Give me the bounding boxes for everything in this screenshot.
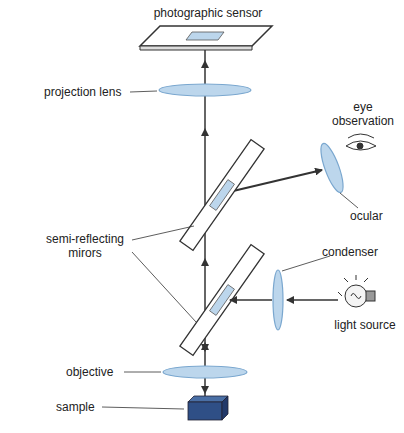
sample-label: sample <box>56 400 102 414</box>
sensor-label: photographic sensor <box>148 6 268 20</box>
leader-line <box>124 372 161 373</box>
semi-reflecting-mirror <box>180 140 264 251</box>
condenser-lens <box>273 270 283 330</box>
leader-line <box>340 193 358 208</box>
ocular-label: ocular <box>350 209 398 223</box>
condenser-label: condenser <box>322 245 396 259</box>
light-bulb <box>338 275 375 307</box>
observation-label: eye observation <box>326 100 400 128</box>
ocular-lens <box>317 141 348 195</box>
light-ray <box>287 299 338 301</box>
eye-icon <box>346 134 376 150</box>
light-source-label: light source <box>334 318 396 332</box>
photographic-sensor <box>140 26 272 50</box>
leader-line <box>130 91 157 92</box>
leader-line <box>132 252 196 322</box>
objective-lens <box>163 366 247 378</box>
objective-label: objective <box>66 365 124 379</box>
light-ray <box>230 299 272 301</box>
mirror-label: semi-reflecting mirors <box>38 232 132 260</box>
sample-block <box>188 396 228 420</box>
projection-lens <box>159 84 251 96</box>
leader-line <box>102 407 184 409</box>
leader-line <box>132 226 194 240</box>
lens-label: projection lens <box>44 85 130 99</box>
